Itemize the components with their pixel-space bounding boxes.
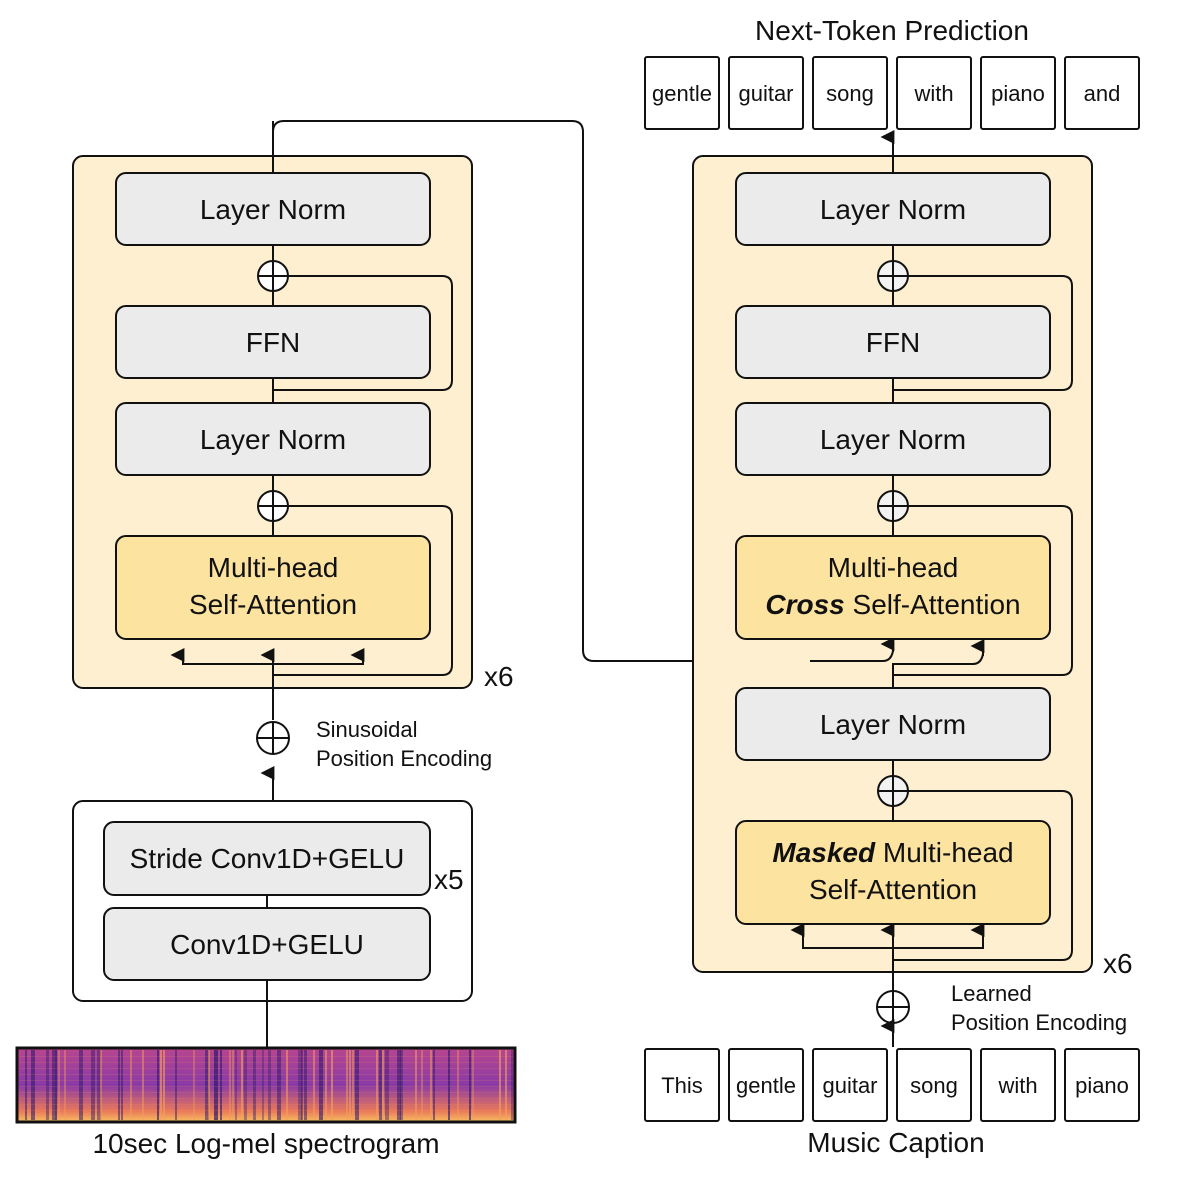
svg-text:Layer Norm: Layer Norm [820, 194, 966, 225]
decoder-layer-norm-mid [735, 402, 1051, 476]
svg-text:Self-Attention: Self-Attention [809, 874, 977, 905]
sinusoidal-add-icon [256, 721, 290, 755]
decoder-cross-attention [735, 535, 1051, 640]
decoder-add-icon-mid [877, 490, 909, 522]
encoder-attn-residual [273, 505, 453, 676]
svg-text:Masked Multi-head: Masked Multi-head [772, 837, 1013, 868]
decoder-add-icon-low [877, 775, 909, 807]
caption-token-label: guitar [822, 1073, 877, 1098]
spectrogram-image [15, 1046, 517, 1124]
decoder-masked-residual [893, 790, 1073, 961]
encoder-add-icon-mid [257, 490, 289, 522]
next-token: piano [980, 56, 1056, 130]
svg-text:Conv1D+GELU: Conv1D+GELU [170, 929, 364, 960]
decoder-layer-norm-low [735, 687, 1051, 761]
svg-text:Layer Norm: Layer Norm [200, 424, 346, 455]
caption-token: gentle [728, 1048, 804, 1122]
caption-token-label: with [997, 1073, 1037, 1098]
next-token: song [812, 56, 888, 130]
svg-text:Multi-head: Multi-head [208, 552, 339, 583]
svg-text:Cross Self-Attention: Cross Self-Attention [765, 589, 1020, 620]
svg-text:Layer Norm: Layer Norm [200, 194, 346, 225]
next-token-label: gentle [652, 81, 712, 106]
decoder-cross-residual [893, 505, 1073, 676]
learned-pos-label-2: Position Encoding [951, 1010, 1127, 1035]
stride-conv1d-gelu [103, 821, 431, 896]
decoder: x6 Layer Norm FFN Layer Norm [692, 130, 1133, 1047]
next-token-title: Next-Token Prediction [755, 15, 1029, 46]
learned-pos-label-1: Learned [951, 981, 1032, 1006]
next-token-label: song [826, 81, 874, 106]
decoder-masked-attention [735, 820, 1051, 925]
next-token-label: guitar [738, 81, 793, 106]
svg-text:Stride Conv1D+GELU: Stride Conv1D+GELU [130, 843, 405, 874]
sinusoidal-label-1: Sinusoidal [316, 717, 418, 742]
caption-token-label: song [910, 1073, 958, 1098]
encoder-add-icon-top [257, 260, 289, 292]
conv-repeat-label: x5 [434, 864, 464, 895]
encoder: x6 Layer Norm FFN Layer Norm Multi- [15, 120, 812, 1159]
learned-pos-add-icon [876, 990, 910, 1024]
music-caption-title: Music Caption [807, 1127, 984, 1158]
spectrogram-label: 10sec Log-mel spectrogram [92, 1128, 439, 1159]
next-token-label: piano [991, 81, 1045, 106]
caption-token-row: This gentle guitar song with piano [644, 1048, 1140, 1122]
encoder-ffn-residual [273, 275, 453, 391]
svg-text:Self-Attention: Self-Attention [189, 589, 357, 620]
svg-text:FFN: FFN [246, 327, 300, 358]
decoder-layer-norm-top [735, 172, 1051, 246]
decoder-ffn [735, 305, 1051, 379]
svg-text:Layer Norm: Layer Norm [820, 424, 966, 455]
encoder-repeat-label: x6 [484, 661, 514, 692]
next-token: guitar [728, 56, 804, 130]
encoder-layer-norm-mid [115, 402, 431, 476]
caption-token: This [644, 1048, 720, 1122]
svg-text:Multi-head: Multi-head [828, 552, 959, 583]
conv1d-gelu [103, 907, 431, 981]
caption-token-label: gentle [736, 1073, 796, 1098]
caption-token: guitar [812, 1048, 888, 1122]
next-token-label: with [913, 81, 953, 106]
decoder-add-icon-top [877, 260, 909, 292]
decoder-repeat-label: x6 [1103, 948, 1133, 979]
encoder-self-attention [115, 535, 431, 640]
svg-text:FFN: FFN [866, 327, 920, 358]
caption-token-label: piano [1075, 1073, 1129, 1098]
decoder-ffn-residual [893, 275, 1073, 391]
next-token-label: and [1084, 81, 1121, 106]
next-token: with [896, 56, 972, 130]
caption-token: piano [1064, 1048, 1140, 1122]
next-token-row: gentle guitar song with piano and [644, 56, 1140, 130]
svg-text:Layer Norm: Layer Norm [820, 709, 966, 740]
caption-token: song [896, 1048, 972, 1122]
caption-token: with [980, 1048, 1056, 1122]
next-token: and [1064, 56, 1140, 130]
encoder-layer-norm-top [115, 172, 431, 246]
caption-token-label: This [661, 1073, 703, 1098]
sinusoidal-label-2: Position Encoding [316, 746, 492, 771]
encoder-ffn [115, 305, 431, 379]
next-token: gentle [644, 56, 720, 130]
